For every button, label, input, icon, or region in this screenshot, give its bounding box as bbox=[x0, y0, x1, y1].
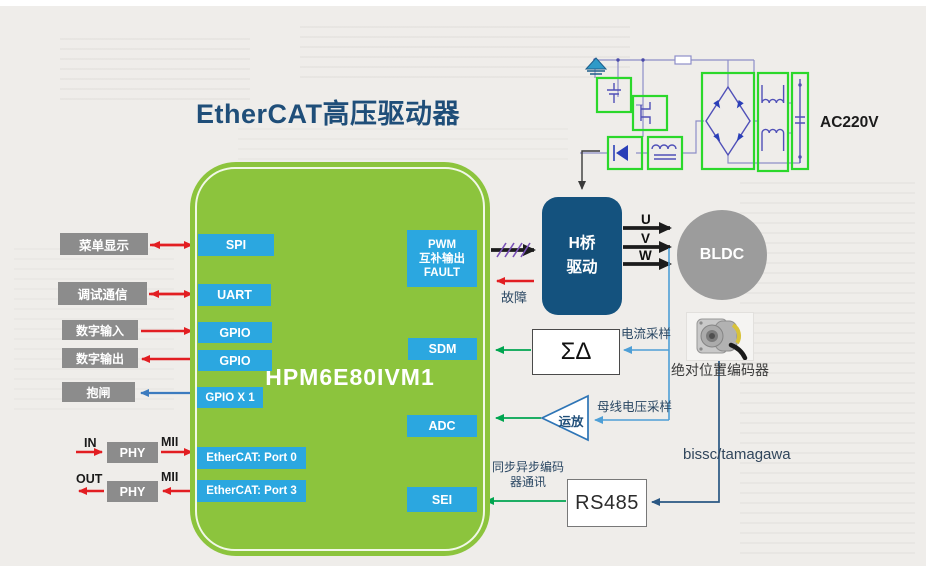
diode-glyphs bbox=[613, 100, 744, 161]
encoder-photo bbox=[687, 313, 753, 360]
port-ethercat-3: EtherCAT: Port 3 bbox=[197, 480, 306, 502]
hbridge-driver: H桥 驱动 bbox=[542, 197, 622, 315]
port-gpio-x1: GPIO X 1 bbox=[197, 387, 263, 408]
schematic-highlight-boxes bbox=[595, 71, 810, 173]
rs485-transceiver: RS485 bbox=[567, 479, 647, 527]
page-title: EtherCAT高压驱动器 bbox=[196, 99, 461, 129]
pwm-line3: FAULT bbox=[423, 266, 461, 279]
hbridge-line2: 驱动 bbox=[566, 259, 598, 276]
box-menu-display: 菜单显示 bbox=[60, 233, 148, 255]
chip-name: HPM6E80IVM1 bbox=[265, 364, 435, 390]
port-sdm: SDM bbox=[408, 338, 477, 360]
schematic-fuse bbox=[674, 55, 692, 65]
port-spi: SPI bbox=[198, 234, 274, 256]
label-encoder-comm: 同步异步编码 器通讯 bbox=[486, 460, 570, 490]
sigma-delta-modulator: ΣΔ bbox=[532, 329, 620, 375]
label-protocol: bissc/tamagawa bbox=[683, 446, 791, 463]
bldc-motor: BLDC bbox=[677, 210, 767, 300]
pwm-line1: PWM bbox=[427, 238, 457, 251]
component-glyphs bbox=[607, 79, 805, 163]
label-phase-w: W bbox=[639, 248, 652, 263]
label-bus-voltage-sample: 母线电压采样 bbox=[597, 400, 673, 414]
encoder-comm-line2: 器通讯 bbox=[509, 475, 546, 489]
box-phy-out: PHY bbox=[107, 481, 158, 502]
power-supply-schematic bbox=[580, 55, 810, 173]
box-debug-comm: 调试通信 bbox=[58, 282, 147, 305]
label-opamp: 运放 bbox=[558, 415, 584, 429]
pwm-line2: 互补输出 bbox=[419, 252, 465, 265]
ac-input-label: AC220V bbox=[820, 114, 879, 131]
port-ethercat-0: EtherCAT: Port 0 bbox=[197, 447, 306, 469]
box-digital-out: 数字输出 bbox=[62, 348, 138, 368]
port-gpio-out: GPIO bbox=[198, 350, 272, 371]
port-pwm: PWM 互补输出 FAULT bbox=[407, 230, 477, 287]
encoder-icon bbox=[696, 318, 748, 360]
label-in: IN bbox=[84, 436, 97, 450]
background-texture bbox=[60, 38, 250, 103]
background-texture bbox=[238, 128, 568, 164]
background-texture bbox=[740, 182, 915, 557]
box-brake: 抱闸 bbox=[62, 382, 135, 402]
label-fault: 故障 bbox=[501, 290, 528, 305]
opamp-triangle bbox=[540, 394, 589, 442]
encoder-comm-line1: 同步异步编码 bbox=[491, 460, 564, 474]
label-mii-in: MII bbox=[161, 435, 179, 449]
label-mii-out: MII bbox=[161, 470, 179, 484]
port-adc: ADC bbox=[407, 415, 477, 437]
label-current-sample: 电流采样 bbox=[621, 327, 672, 341]
background-texture bbox=[300, 26, 630, 84]
port-gpio-in: GPIO bbox=[198, 322, 272, 343]
ground-symbol-icon bbox=[584, 57, 608, 75]
box-phy-in: PHY bbox=[107, 442, 158, 463]
label-encoder: 绝对位置编码器 bbox=[671, 362, 769, 378]
hbridge-line1: H桥 bbox=[568, 235, 596, 252]
label-out: OUT bbox=[76, 472, 103, 486]
port-sei: SEI bbox=[407, 487, 477, 512]
box-digital-in: 数字输入 bbox=[62, 320, 138, 340]
label-phase-u: U bbox=[641, 212, 651, 227]
port-uart: UART bbox=[198, 284, 271, 306]
label-phase-v: V bbox=[641, 231, 651, 246]
